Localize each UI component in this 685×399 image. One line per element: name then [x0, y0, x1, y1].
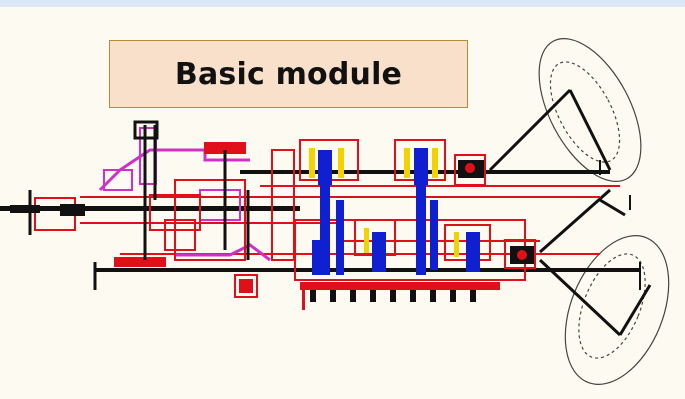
motor-unit-icon: [10, 197, 85, 231]
blue-columns: [312, 148, 480, 275]
scroll-arc-lower-icon: [564, 235, 670, 385]
tick-marks: [599, 160, 641, 290]
module-title: Basic module: [174, 56, 403, 92]
gear-wheel-icon: [458, 160, 534, 264]
accent-strips: [309, 148, 459, 257]
bottom-rack: [300, 282, 500, 310]
feeder-arms: [488, 88, 652, 337]
scroll-arc-upper-icon: [538, 38, 642, 182]
top-strip: [0, 0, 685, 7]
title-box: Basic module: [109, 40, 468, 108]
left-frame-black: [133, 120, 250, 260]
